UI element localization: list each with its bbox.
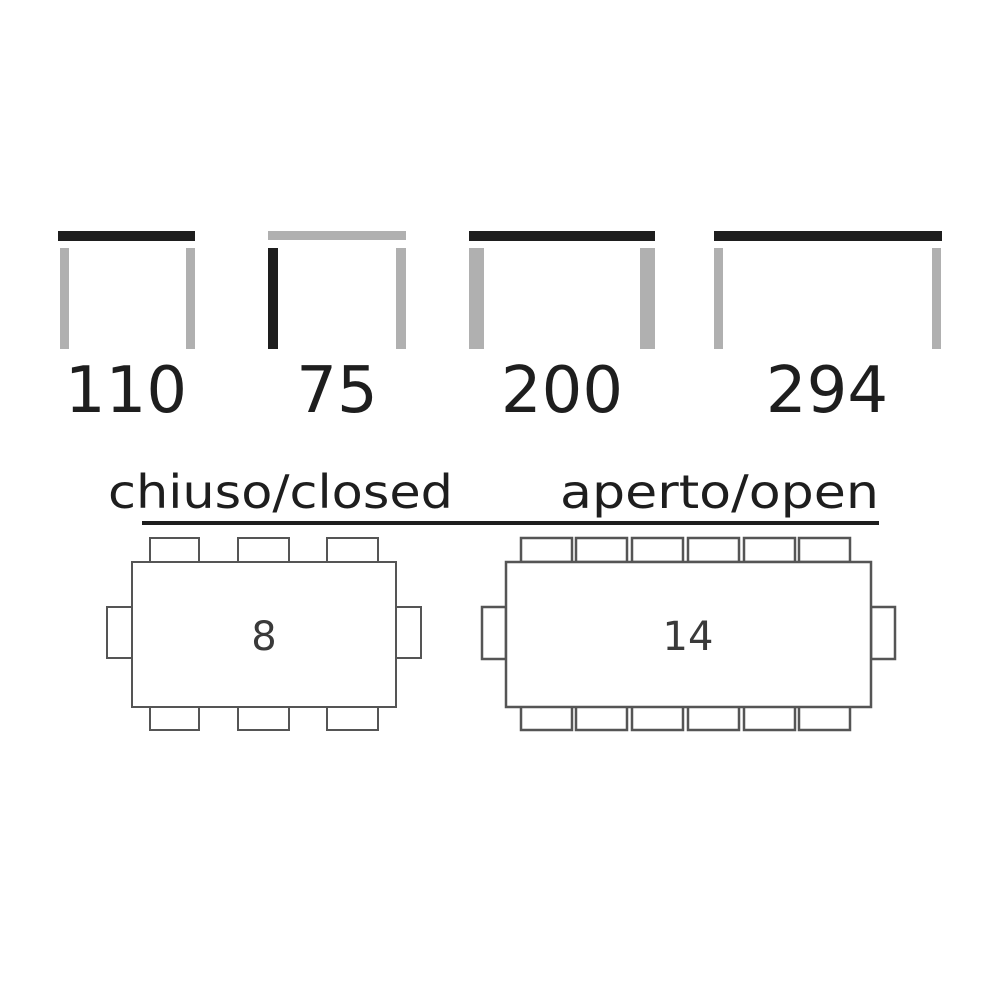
chair — [574, 536, 629, 564]
open-seat-count: 14 — [663, 614, 714, 660]
chair — [237, 537, 290, 563]
chair — [395, 606, 422, 659]
table-leg-highlighted — [268, 248, 278, 349]
chair — [686, 536, 741, 564]
closed-seat-count: 8 — [251, 614, 276, 660]
chair — [869, 605, 897, 661]
width-icon — [58, 231, 195, 349]
table-leg — [186, 248, 195, 349]
table-top-view — [504, 560, 873, 709]
chair — [574, 704, 629, 732]
chair — [686, 704, 741, 732]
chair — [742, 536, 797, 564]
table-leg — [714, 248, 723, 349]
chair — [630, 704, 685, 732]
table-top-bar — [714, 231, 942, 241]
chair — [106, 606, 133, 659]
dimension-height-label: 75 — [296, 354, 377, 428]
chair — [630, 536, 685, 564]
table-top-view — [131, 561, 397, 708]
chair — [237, 705, 290, 731]
table-leg — [640, 248, 655, 349]
chair — [519, 536, 574, 564]
table-top-bar — [469, 231, 655, 241]
chair — [797, 704, 852, 732]
table-leg — [469, 248, 484, 349]
open-state-label: aperto/open — [560, 465, 879, 519]
chair — [149, 537, 200, 563]
open-table-layout: 14 — [480, 536, 897, 732]
closed-state-label: chiuso/closed — [108, 465, 453, 519]
chair — [326, 537, 379, 563]
chair — [519, 704, 574, 732]
divider-line — [142, 521, 879, 525]
dimension-closed-length-label: 200 — [501, 354, 623, 428]
closed-table-layout: 8 — [106, 537, 422, 731]
dimension-open-length-label: 294 — [766, 354, 888, 428]
chair — [742, 704, 797, 732]
chair — [149, 705, 200, 731]
table-leg — [396, 248, 406, 349]
table-top-bar — [58, 231, 195, 241]
height-icon — [268, 231, 406, 349]
table-top-bar — [268, 231, 406, 240]
chair — [326, 705, 379, 731]
chair — [797, 536, 852, 564]
chair — [480, 605, 508, 661]
table-leg — [60, 248, 69, 349]
dimension-width-label: 110 — [65, 354, 187, 428]
length-open-icon — [714, 231, 942, 349]
table-leg — [932, 248, 941, 349]
length-closed-icon — [469, 231, 655, 349]
